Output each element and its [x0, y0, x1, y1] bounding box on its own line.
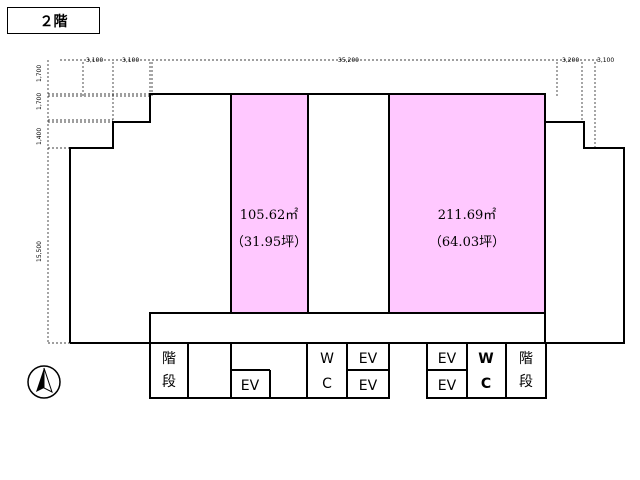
core-rooms: [149, 342, 547, 399]
dim-left-1: 1,700: [36, 65, 43, 82]
stairs-left-label-2: 段: [162, 374, 176, 390]
wc-right-label-2: C: [481, 376, 491, 392]
stairs-right-label-1: 階: [519, 351, 533, 367]
dim-top-4: 3,200: [562, 57, 579, 64]
unit-left-tsubo: （31.95坪）: [231, 235, 307, 250]
dim-top-5: 3,100: [597, 57, 614, 64]
unit-right-tsubo: （64.03坪）: [429, 235, 505, 250]
dim-top-3: 35,200: [338, 57, 359, 64]
building-outline: [69, 93, 625, 344]
dim-left-2: 1,700: [36, 93, 43, 110]
dim-top-1: 3,100: [86, 57, 103, 64]
unit-left[interactable]: [230, 93, 309, 314]
floor-label: ２階: [7, 7, 100, 34]
north-arrow-icon: [27, 365, 61, 399]
unit-left-area: 105.62㎡: [240, 208, 299, 223]
ev-label-2: EV: [359, 351, 378, 367]
wc-left-label-1: W: [320, 351, 334, 367]
wc-left-label-2: C: [322, 376, 332, 392]
ev-label-3: EV: [359, 378, 378, 394]
dim-top-2: 3,100: [122, 57, 139, 64]
unit-right-area: 211.69㎡: [438, 208, 497, 223]
dim-left-3: 1,400: [36, 128, 43, 145]
wc-right-label-1: W: [478, 351, 493, 367]
stairs-right-label-2: 段: [519, 374, 533, 390]
ev-label-5: EV: [438, 378, 457, 394]
stairs-left-label-1: 階: [162, 351, 176, 367]
ev-label-1: EV: [241, 378, 260, 394]
ev-label-4: EV: [438, 351, 457, 367]
dim-left-4: 15,500: [36, 241, 43, 262]
unit-right[interactable]: [388, 93, 546, 314]
